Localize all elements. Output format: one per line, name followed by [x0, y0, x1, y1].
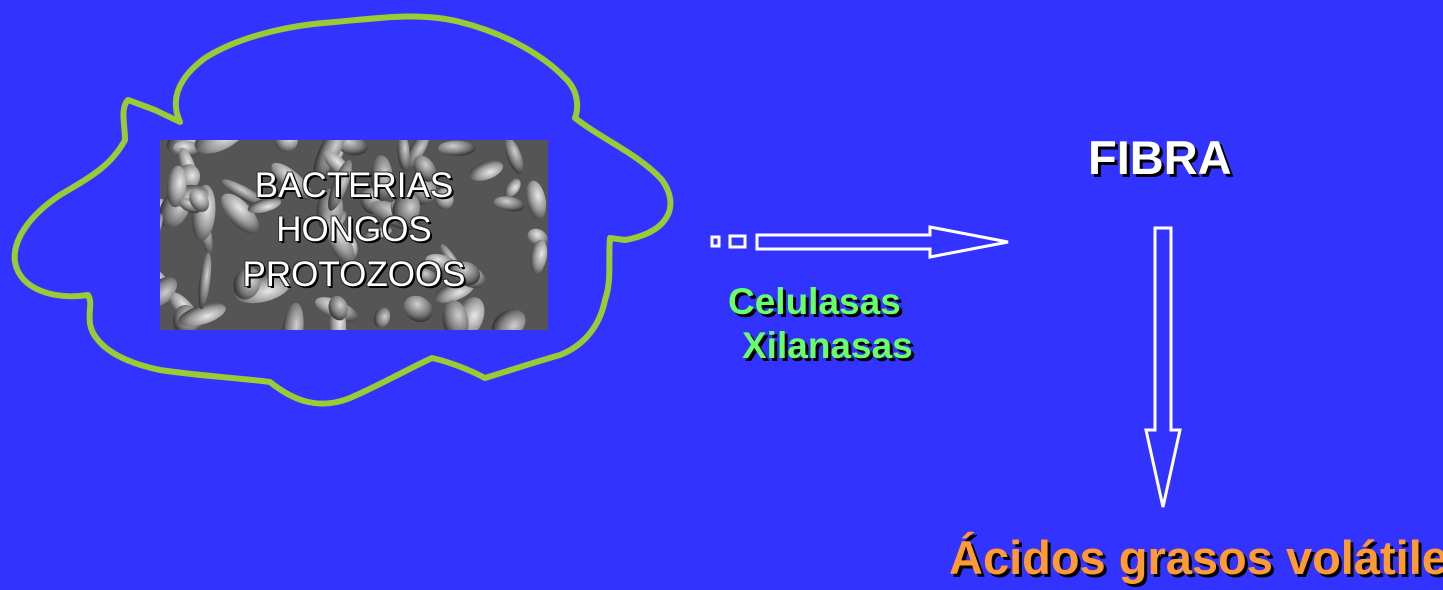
micrograph-cell — [403, 295, 433, 323]
micrograph-cell — [392, 192, 420, 226]
micrograph-cell — [271, 162, 313, 200]
microorganism-labels: BACTERIAS HONGOS PROTOZOOS — [160, 164, 548, 297]
micrograph-cell — [504, 140, 524, 174]
label-fungi: HONGOS — [276, 210, 432, 250]
micrograph-cell — [370, 155, 393, 201]
micrograph-cell — [442, 300, 469, 330]
micrograph-cell — [413, 155, 437, 182]
micrograph-cell — [397, 140, 410, 172]
micrograph-cell — [160, 276, 177, 308]
substrate-label: FIBRA — [1088, 131, 1232, 184]
micrograph-cell — [491, 309, 526, 330]
micrograph-cell — [416, 268, 437, 285]
label-xylanases: Xilanasas — [742, 325, 913, 367]
enzyme-action-arrow — [710, 225, 1009, 259]
micrograph-cell — [166, 165, 187, 208]
micrograph-cell — [328, 159, 352, 211]
micrograph-cell — [178, 303, 226, 327]
micrograph-cell — [425, 253, 457, 272]
product-label: Ácidos grasos volátiles — [949, 531, 1443, 584]
micrograph-cell — [274, 140, 298, 152]
micrograph-cell — [404, 140, 430, 169]
micrograph-cell — [194, 140, 248, 154]
micrograph-cell — [233, 266, 261, 300]
micrograph-cell — [221, 193, 259, 234]
micrograph-cell — [198, 252, 212, 310]
micrograph-cell — [189, 189, 210, 212]
conversion-arrow — [1144, 226, 1182, 508]
micrograph-cell — [493, 196, 525, 212]
micrograph-cell — [434, 188, 454, 210]
label-cellulases: Celulasas — [728, 281, 901, 322]
micrograph-cell — [281, 302, 304, 330]
label-bacteria: BACTERIAS — [254, 166, 454, 205]
micrograph-cell — [364, 226, 392, 239]
micrograph-cell — [469, 160, 503, 181]
micrograph-cell — [373, 307, 391, 328]
micrograph-cell — [328, 295, 348, 321]
micrograph-cell — [438, 140, 476, 156]
microbes-micrograph — [160, 140, 548, 330]
micrograph-cell — [313, 140, 347, 179]
enzyme-labels: Celulasas Xilanasas — [728, 280, 913, 369]
micrograph-cell — [321, 211, 355, 266]
micrograph-cell — [434, 280, 475, 303]
micrograph-cell — [451, 261, 481, 286]
micrograph-cell — [526, 180, 547, 220]
label-protozoa: PROTOZOOS — [242, 254, 466, 294]
micrograph-cell — [530, 239, 548, 274]
micrograph-cell — [247, 198, 282, 213]
micrograph-cell — [504, 178, 521, 198]
